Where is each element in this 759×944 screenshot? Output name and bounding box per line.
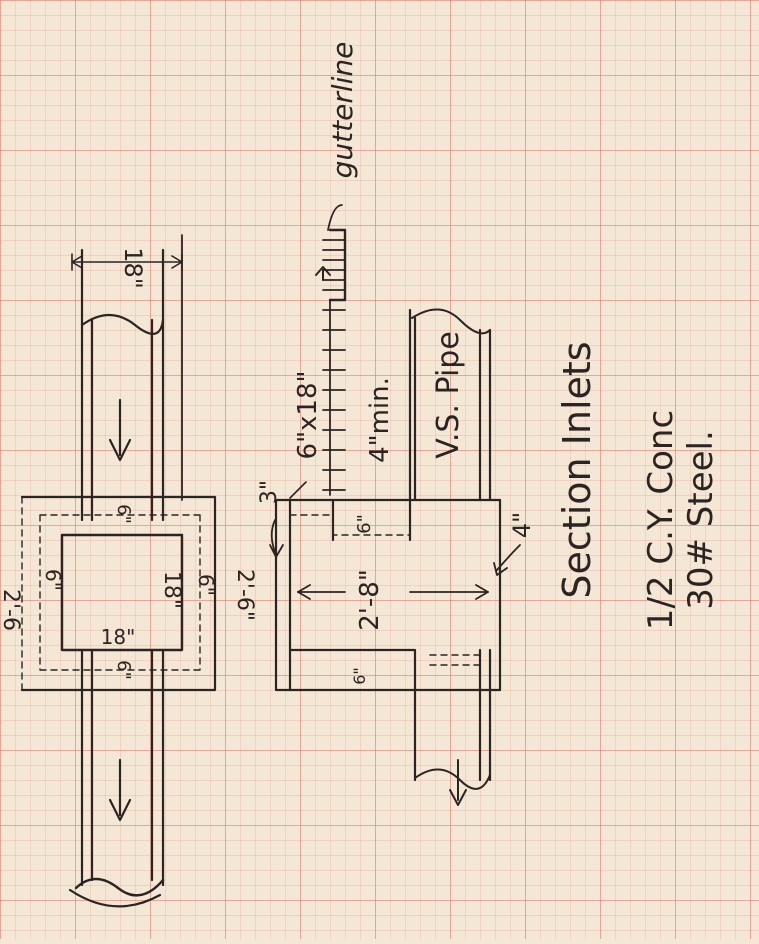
bottom-slab-label: 4" — [508, 512, 536, 538]
plan-view — [20, 234, 217, 908]
min-depth-label: 4"min. — [365, 377, 395, 463]
pipe-label: V.S. Pipe — [431, 331, 466, 459]
plan-box-height-label: 18" — [159, 571, 184, 609]
section-view — [269, 204, 521, 806]
top-slab-label: 3" — [257, 480, 282, 504]
section-title: Section Inlets — [555, 341, 599, 598]
plan-box-width-label: 18" — [101, 625, 136, 649]
gutterline-label: gutterline — [326, 42, 359, 179]
plan-left-wall-label: 6" — [41, 569, 65, 591]
plan-overall-label: 2'-6" — [232, 569, 257, 621]
plan-right-wall-label: 6" — [194, 574, 218, 596]
plan-top-width-label: 18" — [119, 247, 147, 289]
interior-depth-label: 2'-8" — [355, 569, 385, 631]
plan-top-wall-label: 6" — [113, 504, 134, 524]
plan-left-edge-label: 2'-6 — [0, 589, 23, 631]
plan-bottom-wall-label: 6" — [113, 660, 134, 680]
wall-bottom-label: 6" — [350, 667, 369, 685]
concrete-note: 1/2 C.Y. Conc — [641, 410, 681, 630]
wall-top-label: 6" — [354, 514, 375, 534]
steel-note: 30# Steel. — [681, 430, 721, 610]
grate-size-label: 6"x18" — [293, 371, 323, 460]
